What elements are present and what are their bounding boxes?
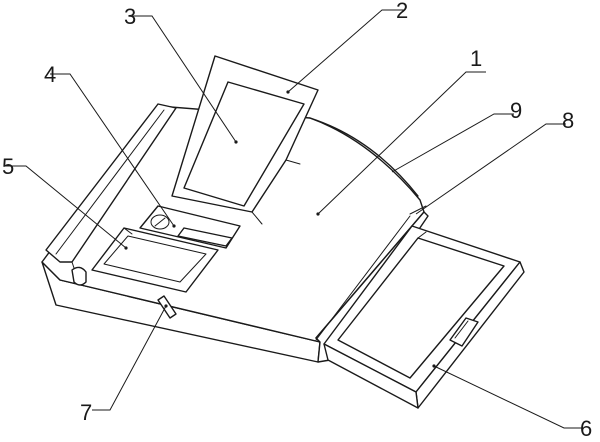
tray <box>91 227 219 293</box>
callout-4: 4 <box>44 62 56 87</box>
control-slot <box>177 227 233 247</box>
leader-dots <box>124 90 436 368</box>
leader-1 <box>317 71 486 215</box>
leader-3 <box>132 15 237 143</box>
leader-5 <box>6 165 127 249</box>
display-panel <box>171 55 319 225</box>
leader-9 <box>391 113 514 173</box>
tray-inner <box>103 235 207 283</box>
leader-4 <box>50 73 175 227</box>
leader-2 <box>287 9 404 93</box>
rail-body <box>45 103 177 263</box>
drawer-side-face <box>323 343 419 409</box>
callout-9: 9 <box>510 98 522 123</box>
drawer-inner <box>337 237 505 379</box>
display-screen <box>183 81 305 207</box>
callout-3: 3 <box>124 4 136 29</box>
drawer <box>323 225 525 409</box>
callout-8: 8 <box>562 108 574 133</box>
housing-arc <box>309 117 419 197</box>
knob <box>150 214 170 230</box>
callout-5: 5 <box>2 154 14 179</box>
callout-leaders <box>6 9 584 429</box>
housing-groove <box>409 205 427 215</box>
leader-8 <box>415 123 566 215</box>
left-rail <box>45 103 177 286</box>
leader-6 <box>433 365 584 429</box>
callout-1: 1 <box>470 46 482 71</box>
callout-2: 2 <box>396 0 408 23</box>
drawer-handle <box>449 317 479 347</box>
callout-7: 7 <box>80 400 92 425</box>
tray-outer <box>91 227 219 293</box>
leader-7 <box>92 305 167 411</box>
callout-6: 6 <box>580 416 592 441</box>
rail-end-cap <box>71 266 87 286</box>
